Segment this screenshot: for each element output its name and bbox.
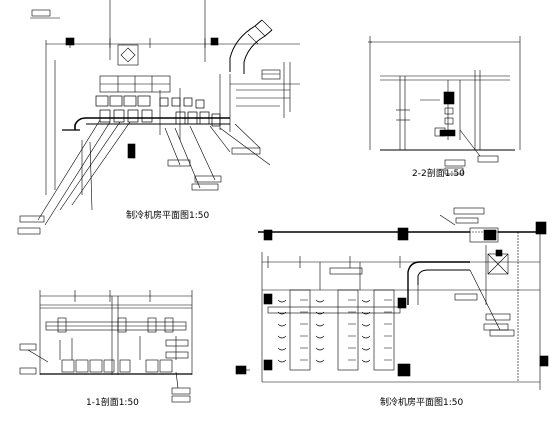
plan-view-bottom bbox=[235, 207, 549, 390]
section-11-caption: 1-1剖面1:50 bbox=[86, 398, 139, 408]
exhaust-shaft bbox=[117, 44, 139, 66]
column bbox=[263, 293, 273, 305]
column bbox=[210, 37, 219, 46]
column bbox=[397, 363, 411, 377]
column bbox=[397, 227, 409, 241]
column bbox=[127, 143, 136, 159]
section-22-view bbox=[368, 36, 521, 175]
valve-block bbox=[443, 91, 455, 105]
section-11-view bbox=[19, 290, 193, 403]
section-22-caption: 2-2剖面1:50 bbox=[412, 169, 465, 179]
pump-group bbox=[95, 95, 221, 127]
plan-view-top bbox=[17, 0, 300, 235]
column bbox=[263, 229, 273, 241]
column bbox=[535, 221, 547, 235]
fan-coil-array bbox=[277, 289, 395, 371]
column bbox=[263, 359, 273, 371]
duct-square bbox=[261, 69, 281, 80]
plan-view-bottom-caption: 制冷机房平面图1:50 bbox=[380, 398, 464, 408]
pump-group bbox=[61, 359, 173, 373]
column bbox=[397, 297, 407, 309]
plan-view-top-caption: 制冷机房平面图1:50 bbox=[126, 211, 210, 221]
column bbox=[65, 37, 75, 46]
